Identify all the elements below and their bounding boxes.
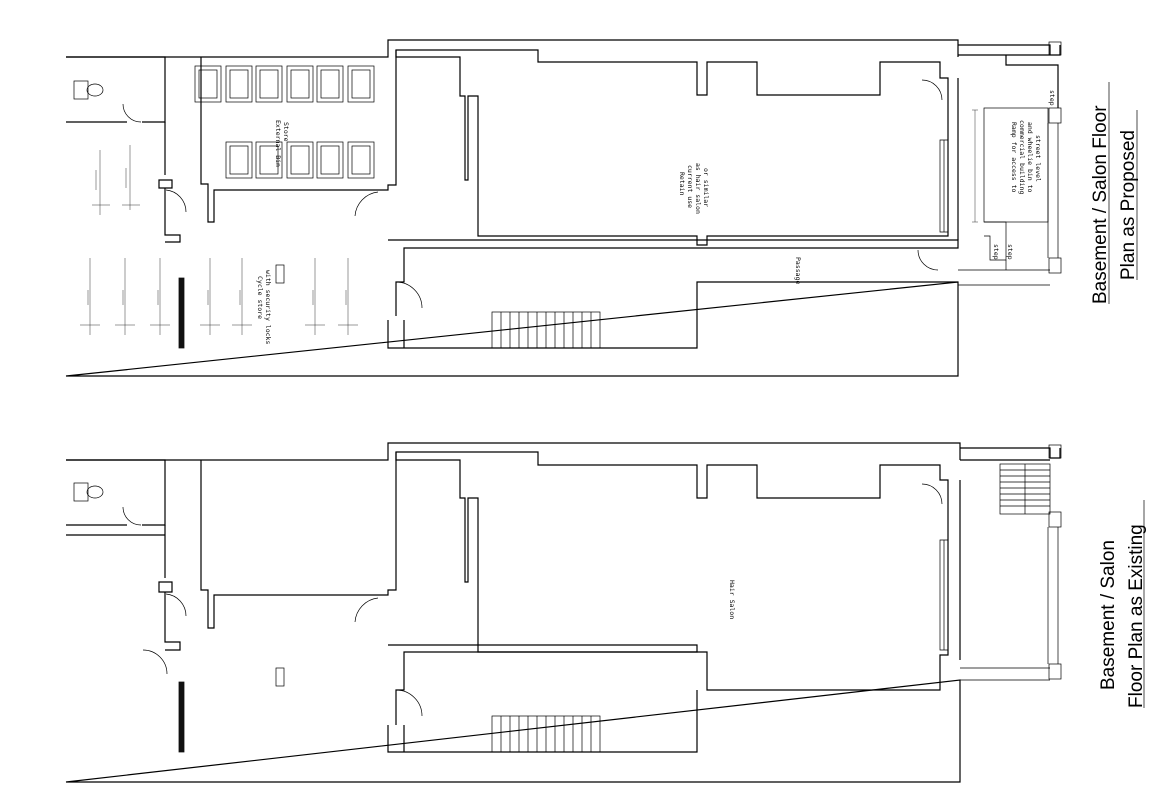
- step-label-2: step: [992, 244, 1000, 260]
- existing-front-steps: [960, 444, 1062, 681]
- existing-plan-subtitle: Floor Plan as Existing: [1126, 524, 1147, 708]
- proposed-plan-title: Basement / Salon Floor: [1090, 105, 1111, 304]
- existing-salon-wall: [395, 451, 949, 691]
- ramp-label-3: and wheelie bin to: [1026, 122, 1034, 193]
- existing-lower-room: [387, 644, 698, 753]
- ramp-label-2: commercial building: [1018, 120, 1026, 194]
- proposed-ramp: [958, 41, 1062, 286]
- existing-plan-title: Basement / Salon: [1098, 540, 1119, 690]
- proposed-stairs: [491, 311, 601, 349]
- hair-salon-label: Hair Salon: [728, 580, 736, 619]
- retain-label-1: Retain: [678, 172, 686, 196]
- step-label-1: step: [1048, 90, 1056, 106]
- existing-plan: Hair Salon Basement / Salon Floor Plan a…: [65, 442, 1147, 783]
- proposed-outer-wall: [65, 39, 959, 377]
- bin-store-label: External Bin: [274, 120, 282, 167]
- proposed-salon-wall: [395, 49, 949, 246]
- retain-label-3: as hair salon: [694, 163, 702, 214]
- cycle-store-label-2: with security locks: [264, 270, 272, 344]
- proposed-bins: [194, 65, 375, 179]
- proposed-labels: External Bin Store Retain current use as…: [256, 90, 1056, 344]
- proposed-passage-room: [387, 239, 959, 349]
- bin-store-label-2: Store: [282, 122, 290, 142]
- proposed-plan: External Bin Store Retain current use as…: [65, 39, 1139, 377]
- proposed-bicycles: [80, 145, 358, 335]
- retain-label-4: or similar: [702, 168, 710, 207]
- existing-toilet-room: [66, 459, 166, 526]
- proposed-plan-subtitle: Plan as Proposed: [1118, 130, 1139, 280]
- ramp-label-4: street level: [1034, 135, 1042, 182]
- ramp-label-1: Ramp for access to: [1010, 122, 1018, 193]
- cycle-store-label: Cycle store: [256, 276, 264, 319]
- passage-label: Passage: [794, 257, 802, 284]
- retain-label-2: current use: [686, 165, 694, 208]
- proposed-toilet-room: [66, 56, 166, 123]
- existing-stairs: [491, 715, 601, 753]
- step-label-3: step: [1006, 244, 1014, 260]
- existing-outer-wall: [65, 442, 961, 783]
